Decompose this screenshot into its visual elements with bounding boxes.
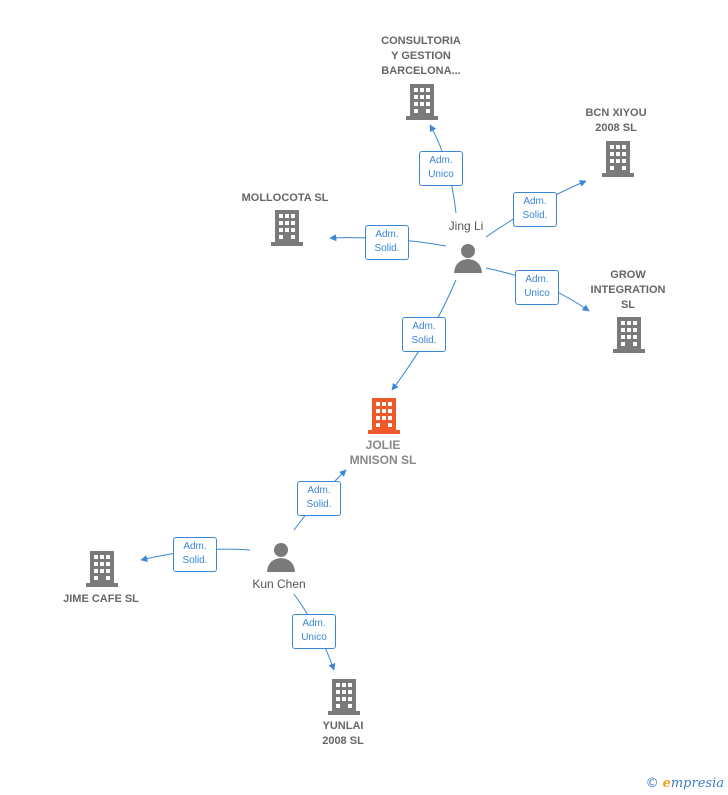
copyright-icon: ©	[645, 776, 659, 791]
company-label-grow[interactable]: GROW INTEGRATION SL	[590, 269, 666, 311]
person-label-kunchen[interactable]: Kun Chen	[252, 577, 306, 591]
person-icon[interactable]	[453, 243, 483, 273]
role-badge-jolie-kunchen: Adm. Solid.	[297, 481, 341, 516]
building-icon[interactable]	[328, 679, 360, 715]
brand-name: mpresia	[670, 776, 724, 791]
role-badge-jolie-jingli: Adm. Solid.	[402, 317, 446, 352]
role-badge-grow: Adm. Unico	[515, 270, 559, 305]
building-icon[interactable]	[406, 84, 438, 120]
company-label-yunlai[interactable]: YUNLAI 2008 SL	[322, 720, 364, 747]
company-label-mollocota[interactable]: MOLLOCOTA SL	[241, 192, 329, 204]
building-icon[interactable]	[613, 317, 645, 353]
company-label-consultoria[interactable]: CONSULTORIA Y GESTION BARCELONA...	[381, 35, 461, 77]
company-label-jime[interactable]: JIME CAFE SL	[63, 593, 139, 605]
building-icon[interactable]	[602, 141, 634, 177]
building-icon[interactable]	[86, 551, 118, 587]
brand-initial: e	[662, 776, 671, 791]
person-icon[interactable]	[266, 542, 296, 572]
company-label-jolie[interactable]: JOLIE MNISON SL	[349, 438, 417, 467]
building-icon-main[interactable]	[368, 398, 400, 434]
role-badge-consultoria: Adm. Unico	[419, 151, 463, 186]
building-icon[interactable]	[271, 210, 303, 246]
role-badge-yunlai: Adm. Unico	[292, 614, 336, 649]
role-badge-mollocota: Adm. Solid.	[365, 225, 409, 260]
empresia-watermark: ©empresia	[646, 776, 724, 791]
company-label-bcn[interactable]: BCN XIYOU 2008 SL	[585, 107, 647, 134]
person-label-jingli[interactable]: Jing Li	[448, 219, 484, 233]
role-badge-jime: Adm. Solid.	[173, 537, 217, 572]
role-badge-bcn: Adm. Solid.	[513, 192, 557, 227]
